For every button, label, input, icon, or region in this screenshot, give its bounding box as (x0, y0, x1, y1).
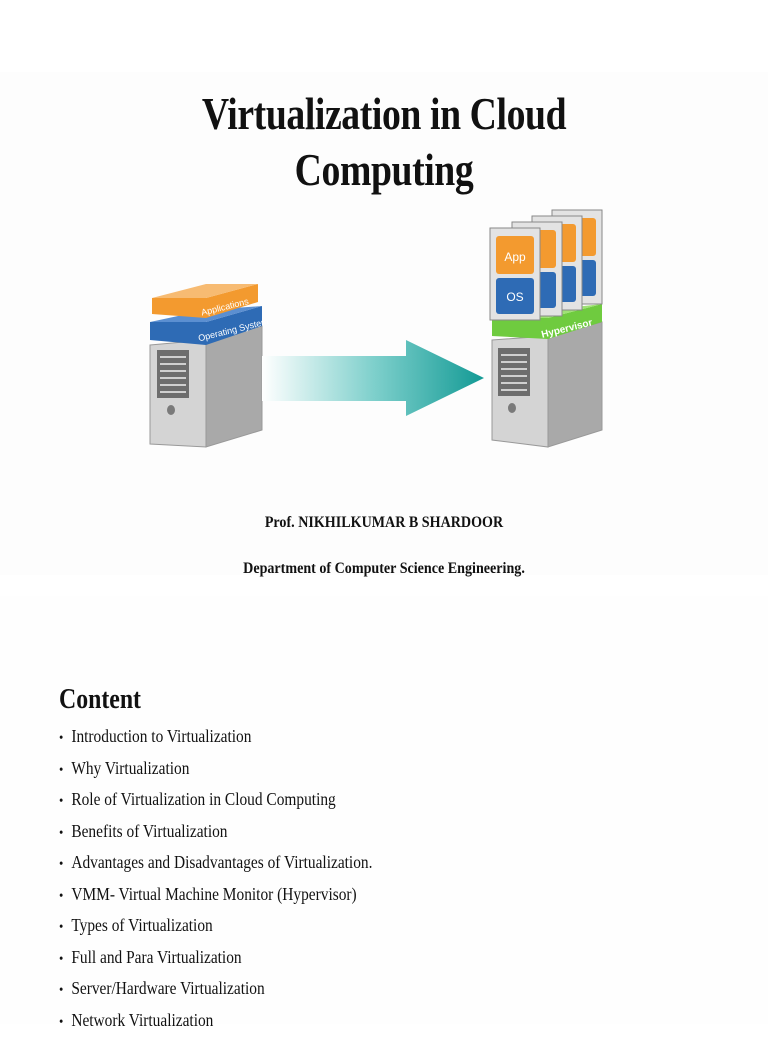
virtualization-diagram: Operating System Applications Hy (0, 72, 768, 575)
os-label: OS (506, 290, 523, 304)
list-item-text: Server/Hardware Virtualization (71, 978, 264, 998)
app-label: App (504, 250, 526, 264)
bullet-icon: • (59, 853, 71, 877)
list-item-text: Full and Para Virtualization (71, 947, 241, 967)
content-slide: Content •Introduction to Virtualization … (0, 596, 768, 1024)
arrow-icon (262, 340, 484, 416)
list-item: •Full and Para Virtualization (59, 945, 372, 977)
bullet-icon: • (59, 822, 71, 846)
table-of-contents: •Introduction to Virtualization •Why Vir… (59, 724, 415, 1039)
department-name: Department of Computer Science Engineeri… (46, 560, 722, 578)
bullet-icon: • (59, 979, 71, 1003)
bullet-icon: • (59, 916, 71, 940)
virtual-machine-icon: App OS (490, 228, 540, 320)
list-item: •Advantages and Disadvantages of Virtual… (59, 850, 372, 882)
list-item-text: Role of Virtualization in Cloud Computin… (71, 789, 335, 809)
bullet-icon: • (59, 759, 71, 783)
list-item: •Server/Hardware Virtualization (59, 976, 372, 1008)
bullet-icon: • (59, 948, 71, 972)
list-item-text: Why Virtualization (71, 758, 189, 778)
list-item-text: Benefits of Virtualization (71, 821, 227, 841)
list-item-text: Types of Virtualization (71, 915, 212, 935)
list-item: •Network Virtualization (59, 1008, 372, 1039)
list-item-text: Network Virtualization (71, 1010, 213, 1030)
bullet-icon: • (59, 727, 71, 751)
list-item-text: Introduction to Virtualization (71, 726, 251, 746)
list-item-text: Advantages and Disadvantages of Virtuali… (71, 852, 372, 872)
bullet-icon: • (59, 885, 71, 909)
list-item-text: VMM- Virtual Machine Monitor (Hypervisor… (71, 884, 356, 904)
virtualized-server-icon (492, 322, 602, 447)
list-item: •VMM- Virtual Machine Monitor (Hyperviso… (59, 882, 372, 914)
list-item: •Types of Virtualization (59, 913, 372, 945)
title-slide: Virtualization in Cloud Computing (0, 72, 768, 575)
list-item: •Why Virtualization (59, 756, 372, 788)
list-item: •Role of Virtualization in Cloud Computi… (59, 787, 372, 819)
list-item: •Benefits of Virtualization (59, 819, 372, 851)
bullet-icon: • (59, 1011, 71, 1035)
list-item: •Introduction to Virtualization (59, 724, 372, 756)
content-heading: Content (59, 684, 141, 716)
bullet-icon: • (59, 790, 71, 814)
author-name: Prof. NIKHILKUMAR B SHARDOOR (46, 514, 722, 532)
